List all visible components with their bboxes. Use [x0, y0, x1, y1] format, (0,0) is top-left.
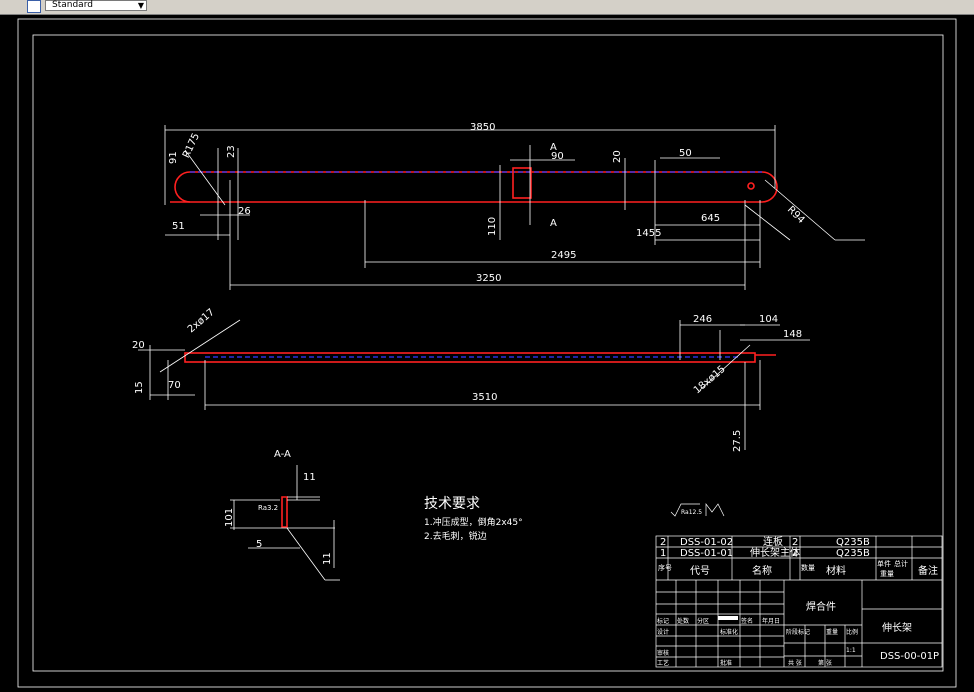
- text-style-dropdown[interactable]: Standard ▼: [45, 0, 147, 11]
- roughness-check-icon: [670, 503, 700, 517]
- title-material: 焊合件: [806, 600, 836, 613]
- bom-header-weight: 重量: [880, 570, 894, 578]
- dim-23: 23: [226, 145, 237, 158]
- dim-r175: R175: [181, 132, 202, 160]
- bom-header-material: 材料: [826, 564, 846, 577]
- tb-zone: 分区: [697, 617, 709, 625]
- text-style-value: Standard: [52, 0, 93, 10]
- toolbar: Standard ▼: [0, 0, 974, 15]
- tb-weight: 重量: [826, 628, 838, 636]
- dim-645: 645: [701, 213, 720, 224]
- dim-110: 110: [487, 217, 498, 236]
- dim-r94: R94: [785, 204, 807, 226]
- bom-row-1-name: 伸长架主体: [750, 547, 800, 559]
- bom-header-seq: 序号: [658, 563, 672, 572]
- front-view: 2xø17 20 15 70 246 104 148 18xø15 3510 2…: [132, 307, 810, 452]
- dim-front-3510: 3510: [472, 392, 497, 403]
- chevron-down-icon[interactable]: ▼: [137, 1, 144, 10]
- tb-design: 设计: [657, 628, 669, 636]
- tb-ratio: 比例: [846, 628, 858, 636]
- bom-header-name: 名称: [752, 564, 772, 577]
- dim-front-104: 104: [759, 314, 778, 325]
- tb-process: 工艺: [657, 659, 669, 667]
- dim-front-70: 70: [168, 380, 181, 391]
- dim-front-15: 15: [134, 381, 145, 394]
- top-view-bracket: [512, 167, 532, 199]
- dim-1455: 1455: [636, 228, 661, 239]
- tb-approve: 批准: [720, 659, 732, 667]
- dim-section-5: 5: [256, 539, 262, 550]
- outer-frame: [17, 18, 957, 688]
- dim-2495: 2495: [551, 250, 576, 261]
- tb-sheet: 第 张: [818, 659, 832, 667]
- bom-row-1-code: DSS-01-01: [680, 548, 733, 559]
- dim-overall: 3850: [470, 122, 495, 133]
- dim-26: 26: [238, 206, 251, 217]
- section-title: A-A: [274, 449, 291, 460]
- dim-section-11a: 11: [303, 472, 316, 483]
- bom-header-remark: 备注: [918, 564, 938, 577]
- bom-row-2-material: Q235B: [836, 537, 870, 548]
- dim-3250: 3250: [476, 273, 501, 284]
- drawing-canvas[interactable]: 3850 R175 91 23 26 51 90 20 50 110 645 1…: [0, 15, 974, 688]
- technical-notes: 技术要求 1.冲压成型，倒角2x45° 2.去毛刺，锐边: [424, 496, 523, 542]
- dim-front-20: 20: [132, 340, 145, 351]
- tb-total: 共 张: [788, 659, 802, 667]
- notes-item-2: 2.去毛刺，锐边: [424, 530, 487, 542]
- tb-stage: 阶段标记: [786, 628, 810, 636]
- dim-90: 90: [551, 151, 564, 162]
- roughness-symbol: Ra12.5: [670, 502, 725, 517]
- bom-row-2-name: 连板: [763, 535, 783, 548]
- dim-front-275: 27.5: [732, 430, 743, 452]
- roughness-mark-icon: [705, 502, 725, 517]
- section-outline: [281, 496, 288, 528]
- tb-review: 审核: [657, 649, 669, 657]
- dim-50: 50: [679, 148, 692, 159]
- section-roughness: Ra3.2: [258, 504, 278, 512]
- bom-row-2-qty: 2: [792, 537, 798, 548]
- section-view: A-A 11 101 5 11 Ra3.2: [224, 449, 340, 581]
- dim-section-101: 101: [224, 508, 235, 527]
- bom-header-code: 代号: [690, 565, 710, 577]
- tb-mark: 标记: [657, 617, 669, 625]
- bom-header-qty: 数量: [801, 563, 815, 572]
- front-view-outline: [184, 352, 756, 363]
- bom-row-1-qty: 2: [792, 548, 798, 559]
- tb-std: 标准化: [720, 628, 738, 636]
- tb-date: 年月日: [762, 617, 780, 625]
- dim-section-11b: 11: [322, 552, 333, 565]
- dim-91: 91: [168, 151, 179, 164]
- dim-51: 51: [172, 221, 185, 232]
- top-view: 3850 R175 91 23 26 51 90 20 50 110 645 1…: [164, 122, 865, 290]
- title-drawing-no: DSS-00-01P: [880, 651, 939, 662]
- dim-front-246: 246: [693, 314, 712, 325]
- section-mark-bottom: A: [550, 218, 557, 229]
- dim-holes-18x15: 18xø15: [692, 364, 728, 397]
- title-block: 2 DSS-01-02 连板 2 Q235B 1 DSS-01-01 伸长架主体…: [655, 535, 943, 668]
- dim-front-148: 148: [783, 329, 802, 340]
- top-view-hole: [747, 182, 755, 190]
- section-mark-top: A: [550, 142, 557, 153]
- notes-item-1: 1.冲压成型，倒角2x45°: [424, 516, 523, 528]
- tb-count: 处数: [677, 617, 689, 625]
- title-scale: 1:1: [846, 647, 856, 654]
- roughness-value: Ra12.5: [681, 509, 702, 516]
- notes-title: 技术要求: [424, 496, 480, 512]
- inner-frame: [32, 34, 944, 672]
- bom-row-1-material: Q235B: [836, 548, 870, 559]
- bom-header-unit-weight: 单件: [877, 559, 891, 568]
- tb-sign: 签名: [741, 617, 753, 625]
- bom-row-2-no: 2: [660, 537, 666, 548]
- bom-row-1-no: 1: [660, 548, 666, 559]
- dim-20: 20: [612, 150, 623, 163]
- top-view-outline: [174, 171, 778, 203]
- title-part-name: 伸长架: [882, 622, 912, 634]
- text-style-icon[interactable]: [27, 0, 41, 13]
- bom-header-total-weight: 总计: [894, 559, 908, 568]
- dim-holes-2x17: 2xø17: [186, 307, 217, 335]
- drawing-svg: 3850 R175 91 23 26 51 90 20 50 110 645 1…: [17, 18, 957, 688]
- bom-row-2-code: DSS-01-02: [680, 537, 733, 548]
